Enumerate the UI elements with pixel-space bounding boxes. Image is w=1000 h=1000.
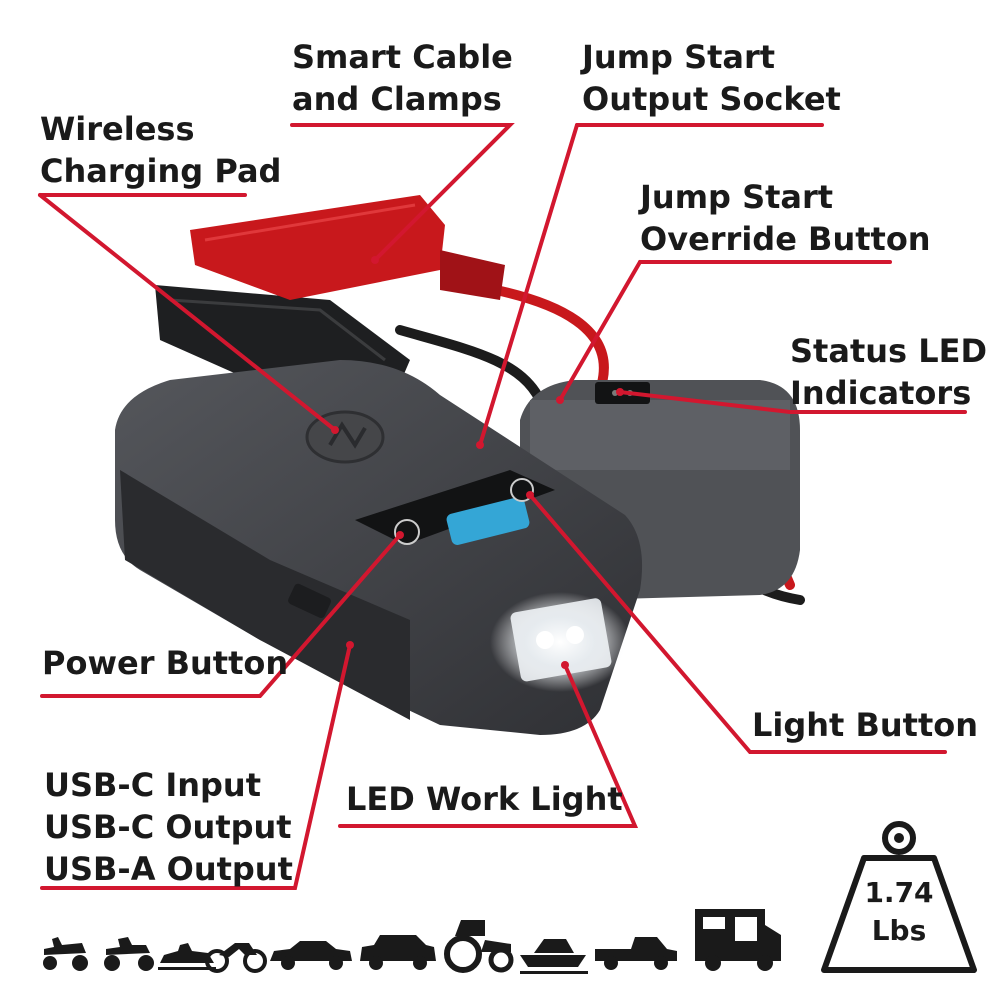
pickup-truck-icon bbox=[595, 937, 677, 970]
weight-unit: Lbs bbox=[871, 914, 927, 947]
label-line: Power Button bbox=[42, 644, 289, 682]
weight-badge: 1.74 Lbs bbox=[814, 820, 984, 980]
rv-icon bbox=[695, 909, 781, 971]
label-override-button: Jump Start Override Button bbox=[640, 176, 931, 260]
kettlebell-weight-icon bbox=[821, 821, 977, 973]
label-smart-cable: Smart Cable and Clamps bbox=[292, 36, 513, 120]
label-line: Indicators bbox=[790, 374, 972, 412]
label-line: Status LED bbox=[790, 332, 988, 370]
label-power-button: Power Button bbox=[42, 642, 288, 684]
lawn-mower-icon bbox=[43, 937, 88, 971]
suv-icon bbox=[360, 935, 436, 970]
label-usb-ports: USB-C Input USB-C Output USB-A Output bbox=[44, 764, 293, 890]
label-light-button: Light Button bbox=[752, 704, 978, 746]
label-line: USB-C Output bbox=[44, 808, 292, 846]
motorcycle-icon bbox=[205, 943, 267, 973]
label-line: Jump Start bbox=[640, 178, 834, 216]
label-line: Override Button bbox=[640, 220, 931, 258]
label-line: Charging Pad bbox=[40, 152, 282, 190]
label-line: Wireless bbox=[40, 110, 195, 148]
weight-value: 1.74 bbox=[864, 876, 934, 909]
car-icon bbox=[270, 941, 352, 970]
leader-lines bbox=[38, 123, 967, 890]
label-status-led: Status LED Indicators bbox=[790, 330, 987, 414]
leader-markers bbox=[331, 256, 624, 669]
label-work-light: LED Work Light bbox=[346, 778, 623, 820]
label-line: LED Work Light bbox=[346, 780, 623, 818]
red-clamp bbox=[190, 195, 505, 300]
label-line: Light Button bbox=[752, 706, 979, 744]
boat-icon bbox=[520, 939, 588, 974]
tractor-icon bbox=[444, 920, 514, 973]
atv-icon bbox=[104, 937, 154, 971]
label-line: USB-C Input bbox=[44, 766, 261, 804]
label-line: and Clamps bbox=[292, 80, 502, 118]
label-wireless-pad: Wireless Charging Pad bbox=[40, 108, 281, 192]
label-line: USB-A Output bbox=[44, 850, 293, 888]
jet-ski-icon bbox=[158, 943, 216, 970]
label-line: Output Socket bbox=[582, 80, 841, 118]
vehicle-icons bbox=[43, 909, 781, 974]
label-jump-socket: Jump Start Output Socket bbox=[582, 36, 841, 120]
label-line: Smart Cable bbox=[292, 38, 513, 76]
label-line: Jump Start bbox=[582, 38, 776, 76]
